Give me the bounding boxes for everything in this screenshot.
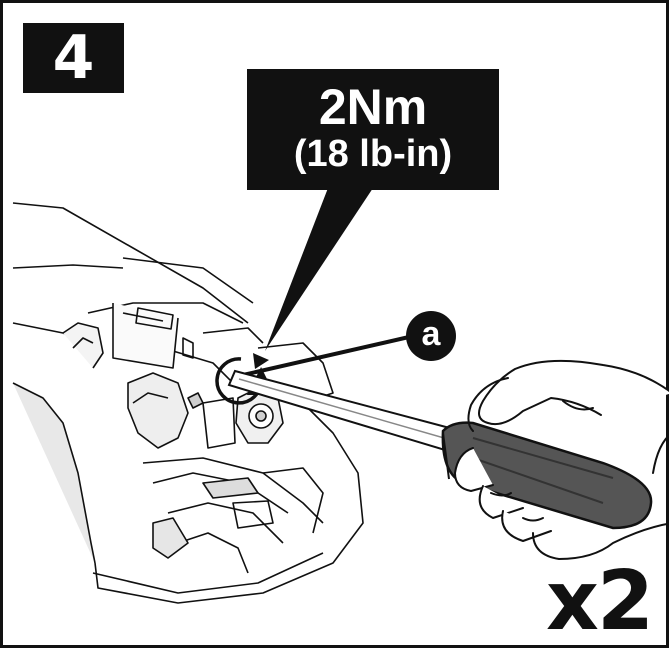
clockwise-arrow-icon [215,353,275,405]
bar-foot [12,202,364,604]
step-number: 4 [52,23,95,93]
screwdriver [227,369,653,530]
torque-imperial: (18 lb-in) [293,133,453,175]
callout-letter: a [421,315,441,353]
hand [454,359,669,560]
illustration [12,188,669,604]
callout-leader [242,335,410,377]
step-number-badge: 4 [23,23,124,93]
torque-spec-label: 2Nm (18 lb-in) [247,69,499,190]
torque-pointer [265,188,373,351]
callout-badge: a [406,311,456,361]
torque-value: 2Nm [318,79,428,135]
quantity-label: x2 [546,554,654,649]
